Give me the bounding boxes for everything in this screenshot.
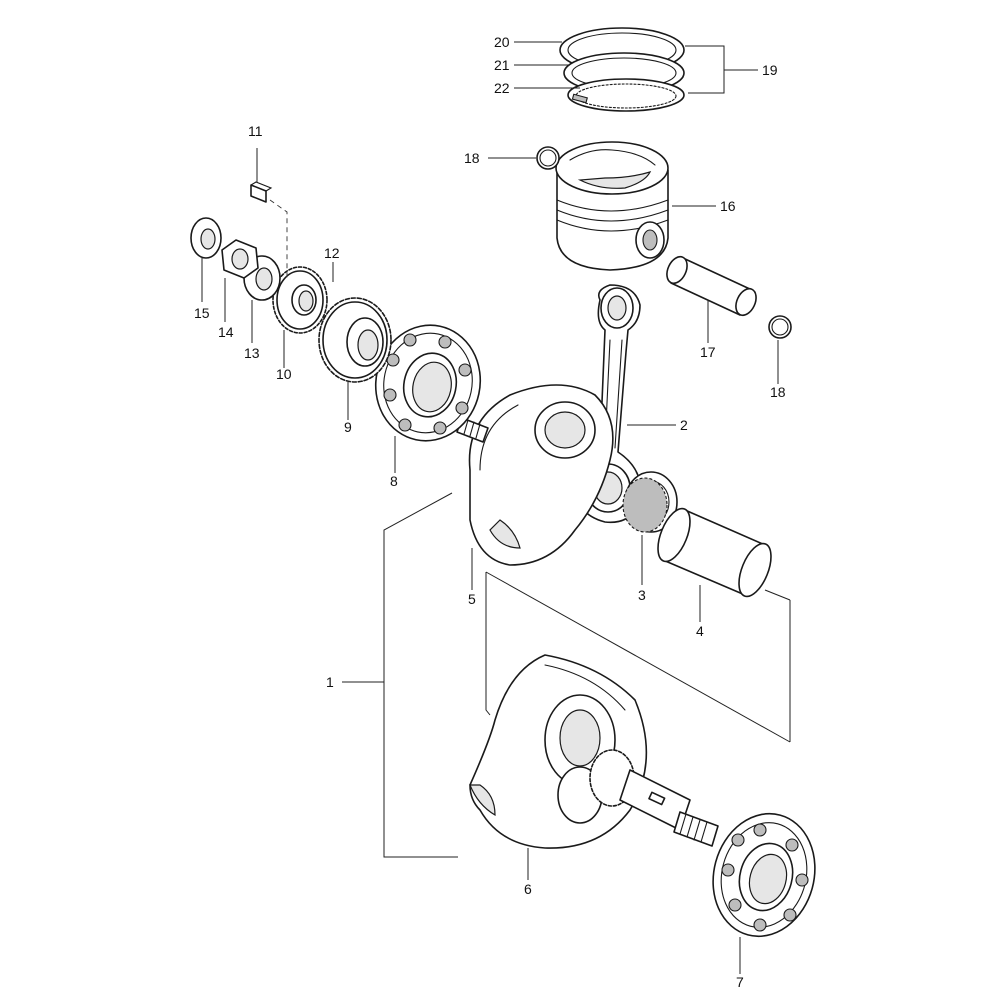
primary-gear — [318, 297, 392, 383]
nut — [221, 239, 259, 279]
callout-labels: 20 21 22 19 18 16 17 18 2 3 4 5 1 11 12 … — [194, 34, 786, 990]
callout-8: 8 — [390, 473, 398, 489]
callout-12: 12 — [324, 245, 340, 261]
leader-lines — [201, 41, 779, 974]
callout-2: 2 — [680, 417, 688, 433]
callout-14: 14 — [218, 324, 234, 340]
crank-half-right — [469, 654, 719, 849]
callout-6: 6 — [524, 881, 532, 897]
circlip-upper — [536, 146, 560, 170]
callout-18-upper: 18 — [464, 150, 480, 166]
crank-pin — [657, 507, 772, 598]
callout-21: 21 — [494, 57, 510, 73]
callout-3: 3 — [638, 587, 646, 603]
needle-bearing — [622, 471, 678, 533]
callout-17: 17 — [700, 344, 716, 360]
assembly-outline — [485, 571, 791, 743]
callout-13: 13 — [244, 345, 260, 361]
callout-19: 19 — [762, 62, 778, 78]
bracket-19 — [685, 45, 725, 94]
key-alignment-line — [269, 199, 288, 280]
lock-washer — [190, 217, 222, 259]
ball-bearing-right — [712, 812, 816, 938]
bracket-1 — [383, 492, 458, 858]
callout-10: 10 — [276, 366, 292, 382]
callout-4: 4 — [696, 623, 704, 639]
callout-18-lower: 18 — [770, 384, 786, 400]
ball-bearing-left — [374, 324, 482, 442]
callout-16: 16 — [720, 198, 736, 214]
callout-20: 20 — [494, 34, 510, 50]
callout-22: 22 — [494, 80, 510, 96]
callout-7: 7 — [736, 974, 744, 990]
callout-5: 5 — [468, 591, 476, 607]
piston-ring-set — [559, 27, 685, 112]
piston-pin — [666, 255, 757, 317]
crank-half-left — [456, 384, 614, 566]
callout-15: 15 — [194, 305, 210, 321]
callout-1: 1 — [326, 674, 334, 690]
callout-9: 9 — [344, 419, 352, 435]
piston — [555, 141, 669, 271]
woodruff-key — [250, 181, 273, 203]
circlip-lower — [768, 315, 792, 339]
timing-sprocket — [272, 266, 328, 334]
callout-11: 11 — [248, 123, 263, 139]
